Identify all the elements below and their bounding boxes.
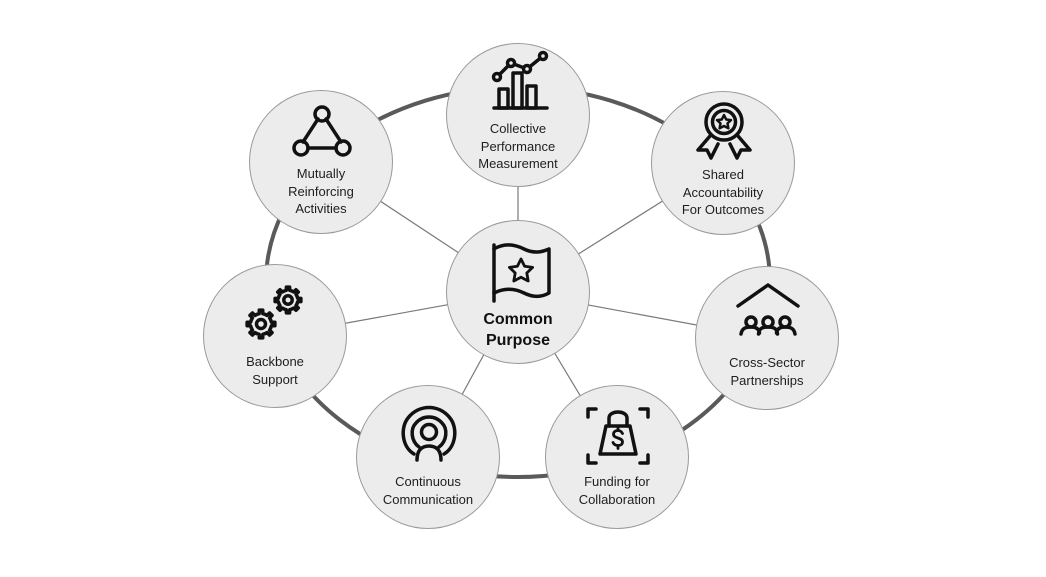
node-backbone-support: Backbone Support (203, 264, 347, 408)
center-label-line-2: Purpose (485, 332, 550, 349)
activities-label-line-1: Mutually (296, 166, 346, 181)
funding-label-line-1: Funding for (584, 474, 650, 489)
partnerships-label-line-1: Cross-Sector (729, 355, 805, 370)
node-cross-sector-partnerships: Cross-Sector Partnerships (695, 266, 839, 410)
accountability-label-line-3: For Outcomes (681, 202, 765, 217)
backbone-label-line-1: Backbone (246, 354, 304, 369)
node-mutually-reinforcing-activities: Mutually Reinforcing Activities (249, 90, 393, 234)
funding-label-line-2: Collaboration (578, 491, 656, 507)
award-ribbon-icon (696, 102, 752, 160)
node-collective-performance-measurement: Collective Performance Measurement (446, 43, 590, 187)
node-shared-accountability: Shared Accountability For Outcomes (651, 91, 795, 235)
partnerships-label-line-2: Partnerships (730, 372, 804, 388)
chart-icon (491, 50, 549, 110)
accountability-label-line-2: Accountability (682, 184, 764, 200)
gears-icon (245, 285, 303, 340)
node-continuous-communication: Continuous Communication (356, 385, 500, 529)
triangle-nodes-icon (292, 105, 352, 157)
broadcast-person-icon (401, 405, 457, 462)
activities-label-line-3: Activities (295, 201, 347, 216)
backbone-label-line-2: Support (252, 371, 298, 387)
activities-label-line-2: Reinforcing (288, 183, 354, 199)
node-common-purpose: Common Purpose (446, 220, 590, 364)
money-bag-icon (586, 407, 650, 465)
communication-label-line-1: Continuous (395, 474, 461, 489)
flag-star-icon (492, 243, 551, 303)
accountability-label-line-1: Shared (702, 167, 744, 182)
performance-label-line-1: Collective (489, 121, 547, 136)
performance-label-line-3: Measurement (478, 156, 558, 171)
performance-label-line-2: Performance (480, 138, 556, 154)
center-label-line-1: Common (483, 311, 553, 328)
node-funding-for-collaboration: Funding for Collaboration (545, 385, 689, 529)
communication-label-line-2: Communication (382, 491, 474, 507)
people-roof-icon (736, 283, 800, 336)
